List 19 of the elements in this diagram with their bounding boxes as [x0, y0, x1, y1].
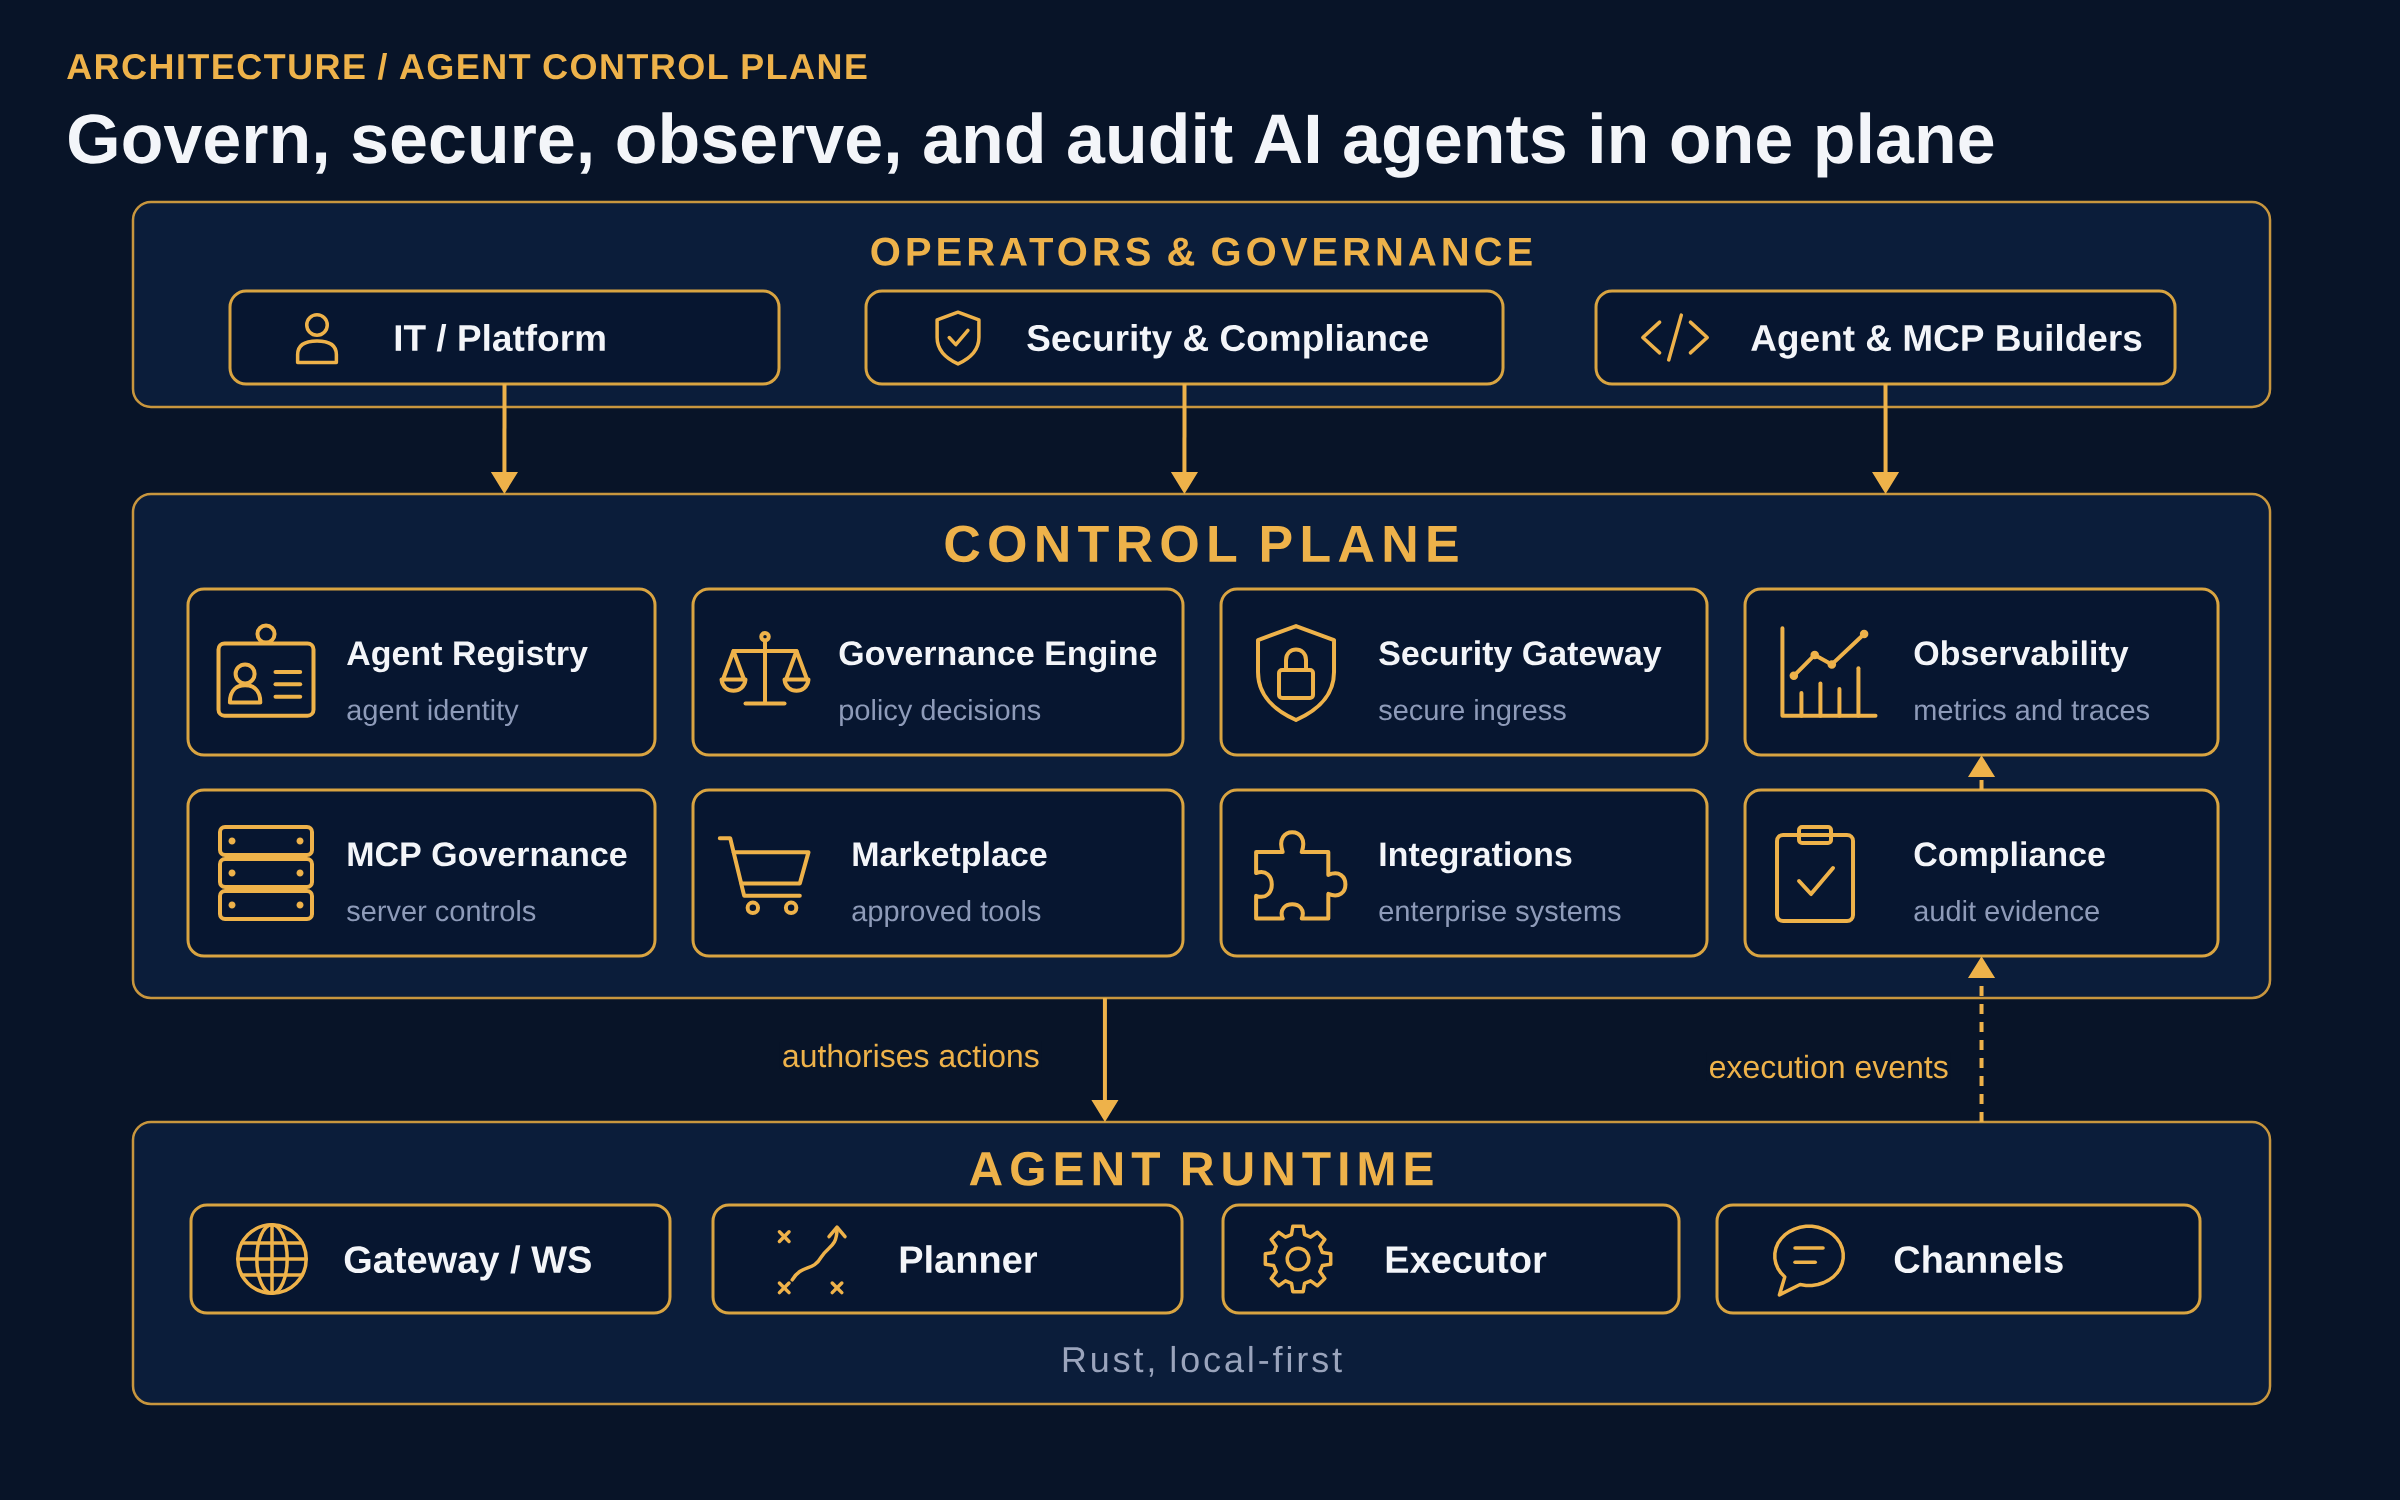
module-card: Compliance audit evidence	[1743, 788, 2220, 958]
role-box: Agent & MCP Builders	[1594, 289, 2177, 386]
component-box: Executor	[1221, 1203, 1681, 1315]
module-card: Marketplace approved tools	[691, 788, 1185, 958]
component-box: Gateway / WS	[189, 1203, 672, 1315]
component-box: Channels	[1715, 1203, 2202, 1315]
role-box: Security & Compliance	[864, 289, 1505, 386]
module-card: Integrations enterprise systems	[1219, 788, 1709, 958]
section-label: ARCHITECTURE / AGENT CONTROL PLANE	[67, 52, 867, 80]
module-card: Governance Engine policy decisions	[691, 587, 1185, 757]
edge-label: authorises actions	[779, 1041, 1042, 1070]
module-card: MCP Governance server controls	[186, 788, 657, 958]
module-card: Security Gateway secure ingress	[1219, 587, 1709, 757]
title: Govern, secure, observe, and audit AI agents in one plane	[69, 112, 1994, 178]
role-box: IT / Platform	[228, 289, 781, 386]
module-card: Agent Registry agent identity	[186, 587, 657, 757]
edge-label: execution events	[1706, 1052, 1951, 1081]
component-box: Planner	[711, 1203, 1184, 1315]
module-card: Observability metrics and traces	[1743, 587, 2220, 757]
